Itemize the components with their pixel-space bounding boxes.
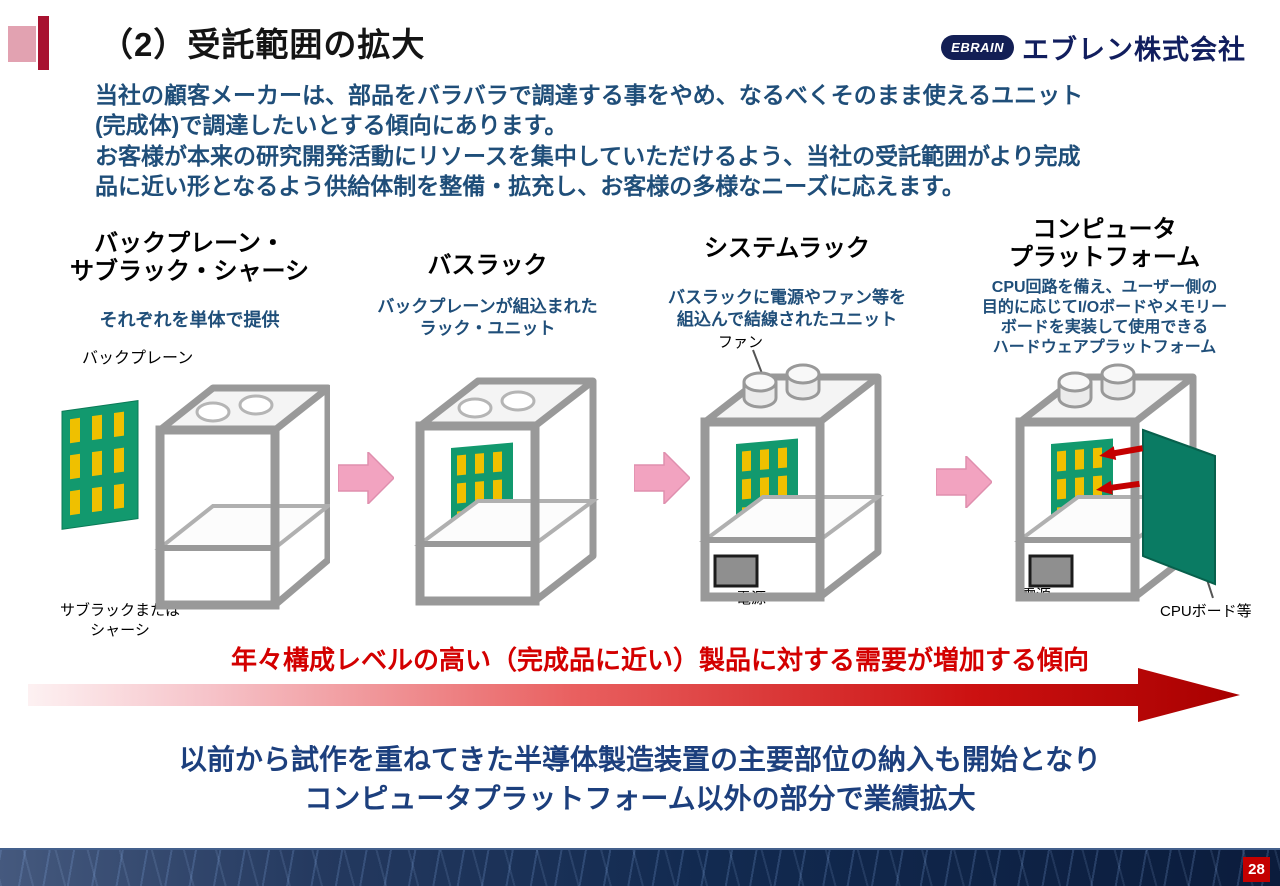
stage1-chassis-illustration: [61, 384, 330, 610]
rack-front-frame: [700, 417, 825, 602]
ebrain-logo-icon: EBRAIN: [941, 35, 1014, 60]
stage4-heading: コンピュータ プラットフォーム CPU回路を備え、ユーザー側の 目的に応じてI/…: [962, 216, 1247, 358]
rack-front-frame: [415, 421, 540, 606]
subrack-chassis-graphic: [154, 384, 330, 610]
fan-hole: [195, 401, 231, 423]
footer-band: [0, 848, 1280, 886]
power-supply-box: [713, 554, 759, 588]
rack-shelf: [698, 495, 885, 542]
company-logo: EBRAIN エブレン株式会社: [941, 28, 1246, 67]
power-supply-box: [1028, 554, 1074, 588]
insert-arrow-icon: [1095, 480, 1140, 495]
closing-message: 以前から試作を重ねてきた半導体製造装置の主要部位の納入も開始となり コンピュータ…: [178, 744, 1102, 815]
demand-trend-note: 年々構成レベルの高い（完成品に近い）製品に対する需要が増加する傾向: [230, 645, 1089, 675]
rack-rear-edges: [532, 381, 597, 604]
stage1-title: バックプレーン・ サブラック・シャーシ: [69, 230, 310, 286]
stage2-heading: バスラック バックプレーンが組込まれた ラック・ユニット: [365, 252, 610, 339]
fan-label: ファン: [718, 334, 764, 351]
stage1-heading: バックプレーン・ サブラック・シャーシ それぞれを単体で提供: [52, 230, 327, 331]
fan-hole: [457, 397, 493, 419]
stage4-title: コンピュータ プラットフォーム: [1008, 216, 1201, 272]
computer-platform-illustration: [1013, 363, 1216, 602]
rack-shelf: [413, 499, 600, 546]
fan-cylinders: [742, 363, 821, 409]
demand-growth-arrow: [28, 668, 1240, 722]
company-name: エブレン株式会社: [1022, 35, 1246, 65]
rack-front-frame: [155, 425, 280, 610]
cpu-board-door-graphic: [1142, 428, 1216, 586]
stage3-subtitle: バスラックに電源やファン等を 組込んで結線されたユニット: [668, 288, 906, 329]
stage2-subtitle: バックプレーンが組込まれた ラック・ユニット: [377, 297, 598, 338]
fan-hole: [500, 390, 536, 412]
busrack-illustration: [413, 377, 600, 606]
stage2-title: バスラック: [427, 252, 548, 279]
page-number: 28: [1243, 857, 1270, 882]
rack-shelf: [154, 504, 330, 550]
stage1-subtitle: それぞれを単体で提供: [99, 309, 280, 330]
rack-rear-edges: [817, 377, 882, 600]
accent-red-bar: [38, 16, 49, 70]
page-title: （2）受託範囲の拡大: [100, 26, 426, 63]
rack-rear-edges: [272, 388, 330, 608]
rack-front-frame: [1015, 417, 1140, 602]
transition-arrow-1: [338, 452, 394, 504]
accent-pink-block: [8, 26, 36, 62]
transition-arrow-2: [634, 452, 690, 504]
stage3-title: システムラック: [703, 235, 871, 262]
cpu-board-label: CPUボード等: [1160, 603, 1252, 620]
subrack-chassis-label: サブラックまたは シャーシ: [59, 602, 180, 640]
stage3-heading: システムラック バスラックに電源やファン等を 組込んで結線されたユニット: [652, 235, 922, 330]
systemrack-illustration: [698, 363, 885, 602]
backplane-board-graphic: [61, 400, 139, 530]
fan-hole: [238, 394, 274, 416]
intro-text: 当社の顧客メーカーは、部品をバラバラで調達する事をやめ、なるべくそのまま使えるユ…: [95, 82, 1084, 200]
transition-arrow-3: [936, 456, 992, 508]
backplane-label: バックプレーン: [82, 350, 194, 367]
stage4-subtitle: CPU回路を備え、ユーザー側の 目的に応じてI/Oボードやメモリー ボードを実装…: [981, 278, 1228, 357]
fan-cylinders: [1057, 363, 1136, 409]
insert-arrow-icon: [1099, 445, 1144, 461]
